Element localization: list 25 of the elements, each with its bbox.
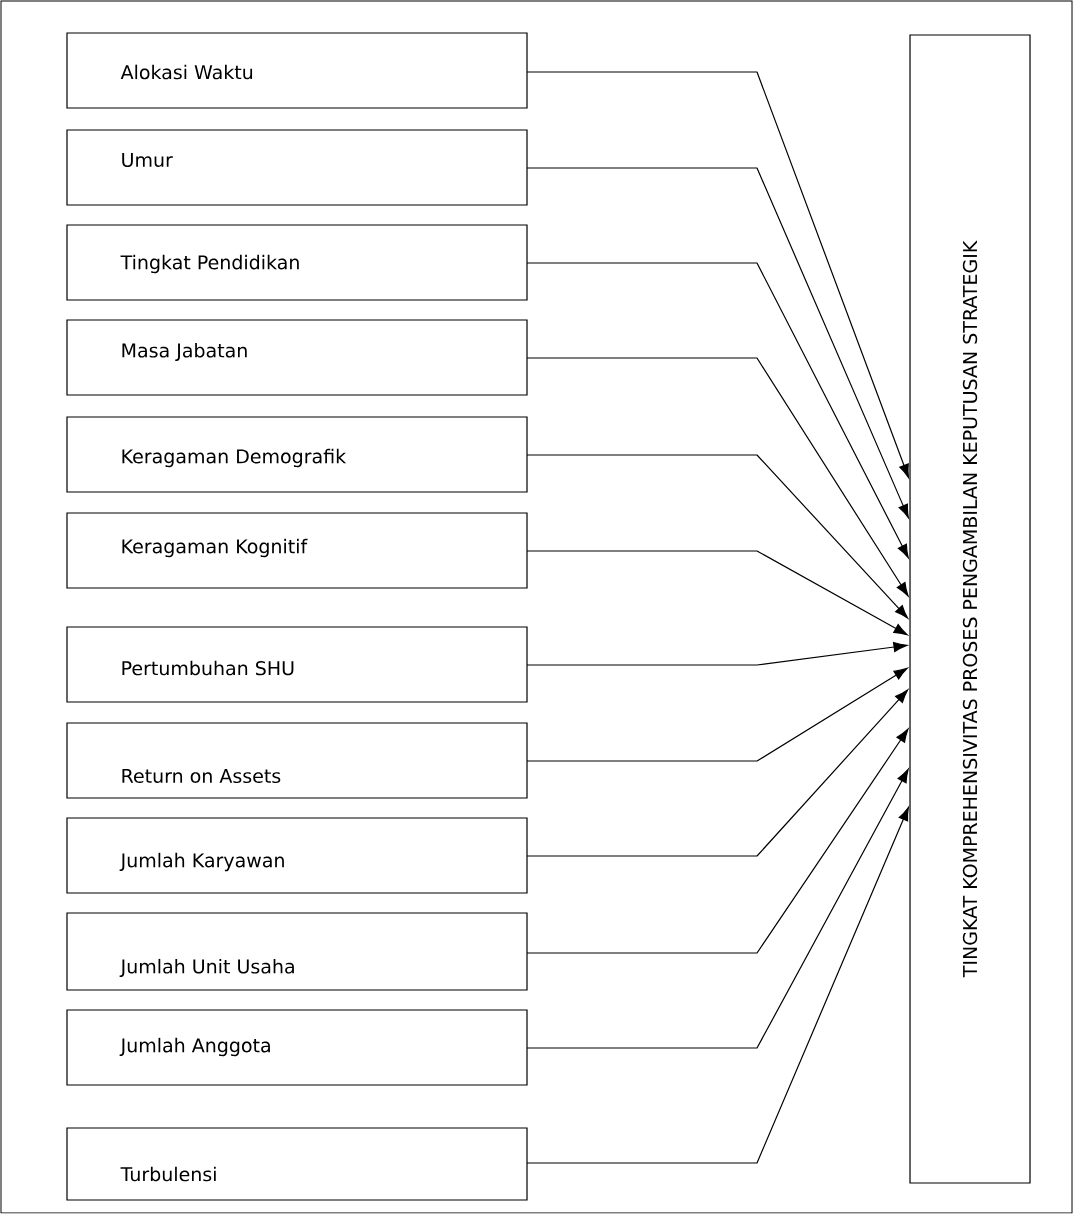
arrow — [526, 641, 908, 666]
factor-box: Jumlah Karyawan — [66, 817, 528, 894]
arrow — [526, 806, 909, 1164]
factor-box: Keragaman Kognitif — [66, 512, 528, 589]
arrow — [526, 550, 908, 636]
outcome-box: TINGKAT KOMPREHENSIVITAS PROSES PENGAMBILAN KEPUTUSAN STRATEGIK — [909, 34, 1031, 1184]
factor-box: Tingkat Pendidikan — [66, 224, 528, 301]
factor-box: Turbulensi — [66, 1127, 528, 1201]
factor-box: Masa Jabatan — [66, 319, 528, 396]
factor-box: Jumlah Unit Usaha — [66, 912, 528, 991]
factor-box: Umur — [66, 129, 528, 206]
arrow — [526, 768, 909, 1049]
factor-box: Alokasi Waktu — [66, 32, 528, 109]
arrow — [526, 71, 910, 479]
arrow — [526, 689, 909, 857]
factor-box: Keragaman Demografik — [66, 416, 528, 493]
arrow — [526, 667, 908, 762]
arrow — [526, 262, 909, 559]
factor-box: Return on Assets — [66, 722, 528, 799]
arrow — [526, 167, 909, 519]
arrow — [526, 357, 909, 597]
arrow — [526, 454, 909, 619]
factor-box: Pertumbuhan SHU — [66, 626, 528, 703]
factor-box: Jumlah Anggota — [66, 1009, 528, 1086]
arrow — [526, 728, 909, 954]
